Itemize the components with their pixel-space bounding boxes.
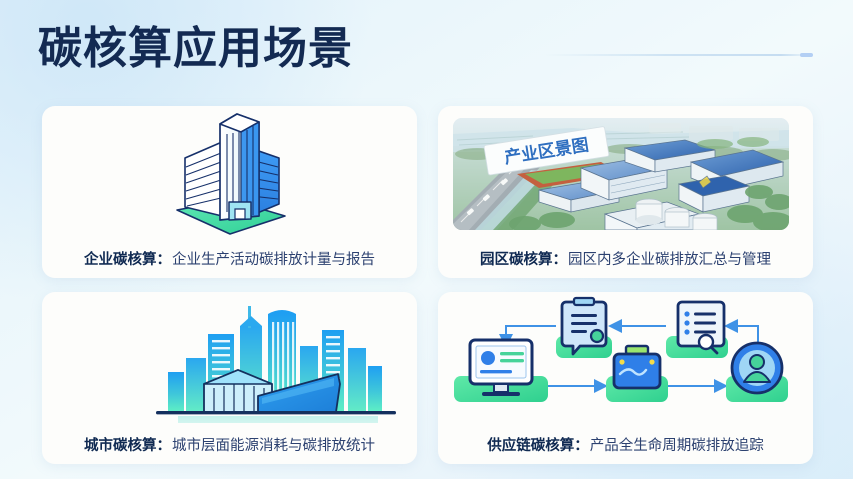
flow-node-clipboard-report: [556, 296, 612, 358]
industrial-park-image: 产业区景图: [453, 118, 789, 230]
card-enterprise-caption: 企业碳核算：企业生产活动碳排放计量与报告: [42, 238, 417, 278]
scenario-card-grid: 企业碳核算：企业生产活动碳排放计量与报告: [42, 106, 813, 464]
card-park-caption: 园区碳核算：园区内多企业碳排放汇总与管理: [438, 238, 813, 278]
card-city-label: 城市碳核算: [84, 437, 157, 454]
flow-node-checklist-document: [666, 300, 728, 358]
card-park-artwork: 产业区景图: [438, 106, 813, 238]
card-supply-chain[interactable]: 供应链碳核算：产品全生命周期碳排放追踪: [438, 292, 813, 464]
flow-node-toolbox: [606, 344, 668, 402]
card-supply-chain-artwork: [438, 292, 813, 424]
card-enterprise-description: 企业生产活动碳排放计量与报告: [172, 251, 375, 268]
office-building-icon: [42, 106, 417, 238]
supply-chain-flow-diagram: [438, 292, 813, 424]
page-title: 碳核算应用场景: [38, 24, 353, 73]
card-city-colon: ：: [156, 437, 172, 454]
title-decorative-rule: [545, 54, 813, 56]
card-supply-chain-caption: 供应链碳核算：产品全生命周期碳排放追踪: [438, 424, 813, 464]
card-enterprise[interactable]: 企业碳核算：企业生产活动碳排放计量与报告: [42, 106, 417, 278]
card-city-description: 城市层面能源消耗与碳排放统计: [172, 437, 375, 454]
card-enterprise-artwork: [42, 106, 417, 238]
card-city-caption: 城市碳核算：城市层面能源消耗与碳排放统计: [42, 424, 417, 464]
card-enterprise-label: 企业碳核算: [84, 251, 157, 268]
flow-node-location-target: [726, 341, 788, 402]
card-supply-chain-description: 产品全生命周期碳排放追踪: [589, 437, 764, 454]
card-supply-chain-colon: ：: [574, 437, 589, 454]
flow-node-monitor: [454, 338, 548, 402]
card-park-colon: ：: [552, 251, 568, 268]
card-park-label: 园区碳核算: [480, 251, 553, 268]
card-city-artwork: [42, 292, 417, 424]
title-rule-accent-tip: [800, 53, 813, 57]
card-city[interactable]: 城市碳核算：城市层面能源消耗与碳排放统计: [42, 292, 417, 464]
city-skyline-icon: [42, 292, 417, 424]
card-park-description: 园区内多企业碳排放汇总与管理: [568, 251, 771, 268]
card-supply-chain-label: 供应链碳核算: [487, 437, 575, 454]
card-park[interactable]: 产业区景图 园区碳核算：园区内多企业碳排放汇总与管理: [438, 106, 813, 278]
card-enterprise-colon: ：: [156, 251, 172, 268]
